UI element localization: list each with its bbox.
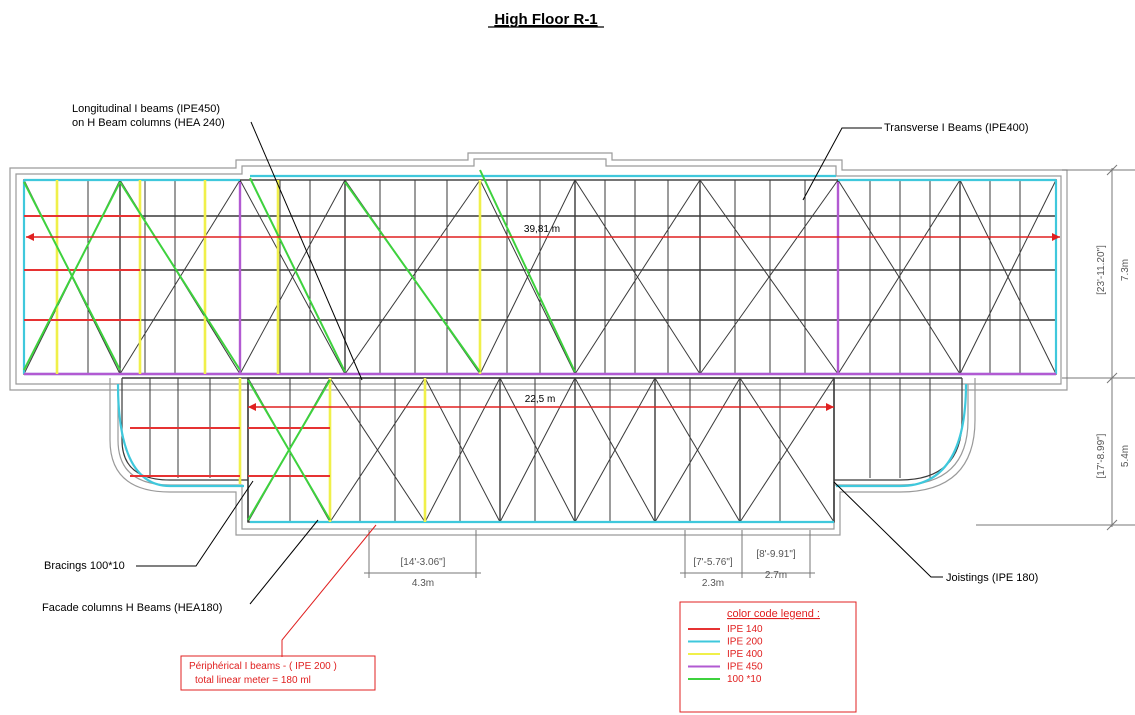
bottom-c-metric: 2.7m [765, 570, 787, 581]
legend-label: 100 *10 [727, 674, 762, 685]
longitudinal-label-2: on H Beam columns (HEA 240) [72, 117, 225, 129]
beam-color-overlays [22, 169, 1058, 524]
bracing-green [479, 169, 576, 373]
span-top-arrowhead-left [26, 233, 34, 241]
legend-box [679, 601, 857, 713]
bracing-diagonal [329, 377, 426, 523]
bracing-diagonal [574, 179, 701, 375]
span-bottom-arrowhead-left [248, 403, 256, 411]
lower-wall-inner [117, 384, 969, 530]
facade-columns-label: Facade columns H Beams (HEA180) [42, 602, 222, 614]
bracings-label: Bracings 100*10 [44, 560, 125, 572]
right-tick-bot [1106, 519, 1118, 531]
right-dimensions [976, 164, 1135, 531]
bracing-diagonal [239, 179, 346, 375]
right-tick-top [1106, 164, 1118, 176]
bracing-diagonal [574, 377, 656, 523]
building-walls [9, 152, 1068, 536]
bracing-diagonal [479, 179, 576, 375]
peripherical-leader [281, 524, 377, 657]
peripheral-beam [116, 383, 968, 488]
peripherical-box [180, 655, 376, 691]
legend-label: IPE 400 [727, 649, 763, 660]
longitudinal-leader [250, 121, 363, 381]
legend-label: IPE 200 [727, 637, 763, 648]
bracings-leader [136, 480, 254, 567]
transverse-label: Transverse I Beams (IPE400) [884, 122, 1028, 134]
lower-wall-outline [109, 378, 976, 536]
peripherical-label-2: total linear meter = 180 ml [195, 675, 311, 686]
span-bottom-label: 22,5 m [525, 394, 556, 405]
callout-leaders [136, 121, 943, 605]
right-wing-outline [834, 378, 963, 481]
legend-title: color code legend : [727, 608, 820, 620]
bracing-diagonal [959, 179, 1057, 375]
span-dimensions: 39,81 m 22,5 m [26, 224, 1060, 411]
bracing-green [249, 177, 346, 373]
transverse-leader [802, 127, 882, 201]
upper-wall-inner [15, 158, 1062, 385]
color-legend: color code legend : IPE 140 IPE 200 IPE … [679, 601, 857, 713]
bracing-green [247, 379, 331, 521]
bracing-diagonal [739, 377, 835, 523]
joistings-label: Joistings (IPE 180) [946, 572, 1038, 584]
bracing-diagonal [499, 377, 576, 523]
page-title: High Floor R-1 [494, 11, 597, 28]
bracing-diagonal [699, 179, 839, 375]
longitudinal-label-1: Longitudinal I beams (IPE450) [72, 103, 220, 115]
right-upper-imperial: [23'-11.20"] [1096, 245, 1107, 295]
bottom-c-imperial: [8'-9.91"] [756, 549, 796, 560]
bottom-dimensions [364, 530, 815, 578]
right-tick-mid [1106, 372, 1118, 384]
bracing-diagonal [837, 179, 961, 375]
span-top-label: 39,81 m [524, 224, 560, 235]
bracing-green [344, 181, 481, 373]
bottom-b-imperial: [7'-5.76"] [693, 557, 733, 568]
right-lower-imperial: [17'-8.99"] [1096, 433, 1107, 478]
right-upper-metric: 7.3m [1120, 259, 1131, 281]
bracing-diagonal [654, 377, 741, 523]
legend-label: IPE 450 [727, 662, 763, 673]
span-top-arrowhead-right [1052, 233, 1060, 241]
bottom-a-metric: 4.3m [412, 578, 434, 589]
bracing-diagonal [424, 377, 501, 523]
upper-wall-outline [9, 152, 1068, 391]
facade-leader [249, 519, 319, 605]
right-lower-metric: 5.4m [1120, 445, 1131, 467]
span-bottom-arrowhead-right [826, 403, 834, 411]
joistings-leader [833, 481, 943, 578]
bracing-green [119, 181, 241, 371]
bracing-green [23, 181, 121, 371]
bottom-b-metric: 2.3m [702, 578, 724, 589]
legend-label: IPE 140 [727, 624, 763, 635]
bottom-a-imperial: [14'-3.06"] [401, 557, 446, 568]
peripherical-label-1: Périphérical I beams - ( IPE 200 ) [189, 661, 337, 672]
left-wing-outline [121, 378, 248, 481]
